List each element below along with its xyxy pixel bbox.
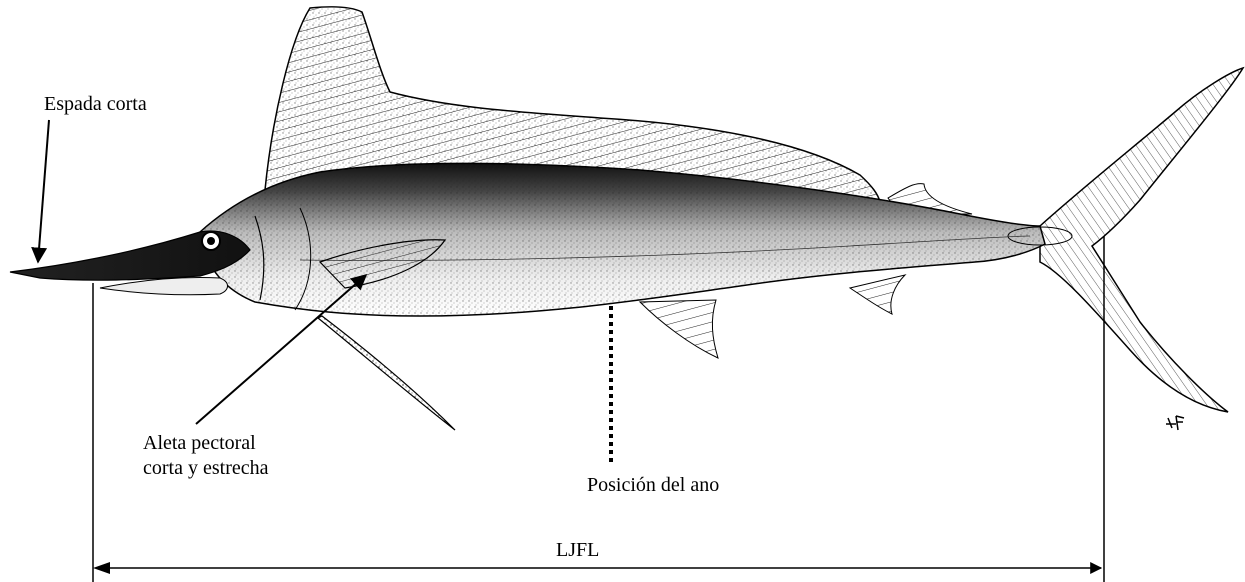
bill-label: Espada corta xyxy=(44,92,147,116)
pectoral-label-line1: Aleta pectoral xyxy=(143,431,256,455)
fish-body xyxy=(200,164,1072,317)
artist-signature xyxy=(1166,416,1184,430)
measure-label: LJFL xyxy=(556,538,599,562)
pelvic-fin xyxy=(318,316,455,430)
anus-label: Posición del ano xyxy=(587,473,719,497)
tail-fin xyxy=(1040,68,1243,412)
measure-arrow-left-head xyxy=(93,562,110,574)
bill-arrow xyxy=(38,120,49,262)
pectoral-label-line2: corta y estrecha xyxy=(143,456,268,480)
